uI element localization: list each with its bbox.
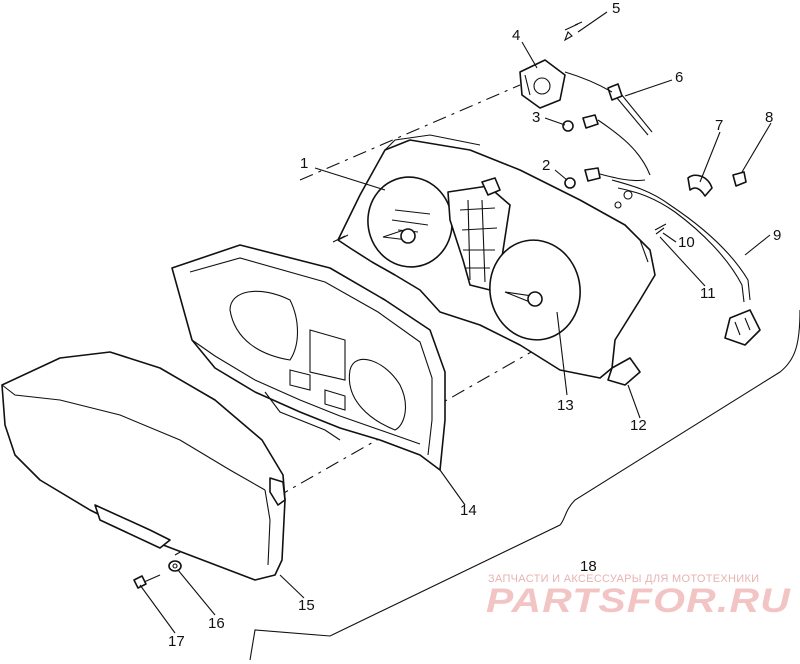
callout-4: 4 (512, 27, 520, 44)
callout-6: 6 (675, 69, 683, 86)
wire-clamp (687, 171, 747, 197)
lens-cover (1, 351, 286, 581)
callout-7: 7 (715, 117, 723, 134)
washer (168, 560, 182, 572)
callout-3: 3 (532, 109, 540, 126)
callout-5: 5 (612, 0, 620, 17)
callout-14: 14 (460, 502, 477, 519)
callout-16: 16 (208, 615, 225, 632)
screw (133, 574, 161, 589)
callout-15: 15 (298, 597, 315, 614)
leader-lines (139, 11, 772, 634)
callout-17: 17 (168, 633, 185, 650)
callout-2: 2 (542, 157, 550, 174)
callout-12: 12 (630, 417, 647, 434)
bulb-socket-lower (564, 167, 646, 189)
drive-cable (564, 71, 653, 136)
assembly-bracket-line (249, 309, 800, 661)
callout-11: 11 (700, 285, 716, 302)
callout-labels: 1 2 3 4 5 6 7 8 9 10 11 12 13 14 15 16 1… (168, 0, 781, 650)
callout-1: 1 (300, 155, 308, 172)
callout-9: 9 (773, 227, 781, 244)
callout-18: 18 (580, 558, 597, 575)
alignment-centerline-upper (299, 84, 521, 181)
watermark-tagline: ЗАПЧАСТИ И АКСЕССУАРЫ ДЛЯ МОТОТЕХНИКИ (488, 573, 759, 585)
watermark: ЗАПЧАСТИ И АКСЕССУАРЫ ДЛЯ МОТОТЕХНИКИ PA… (486, 573, 792, 620)
mount-screw (654, 223, 667, 235)
bulb-socket-upper (562, 114, 651, 176)
wire-harness (611, 179, 761, 346)
speedometer-drive-unit (519, 21, 583, 109)
callout-8: 8 (765, 109, 773, 126)
bezel-frame (171, 244, 446, 471)
watermark-brand: PARTSFOR.RU (486, 582, 792, 620)
callout-10: 10 (678, 234, 695, 251)
callout-13: 13 (557, 397, 574, 414)
